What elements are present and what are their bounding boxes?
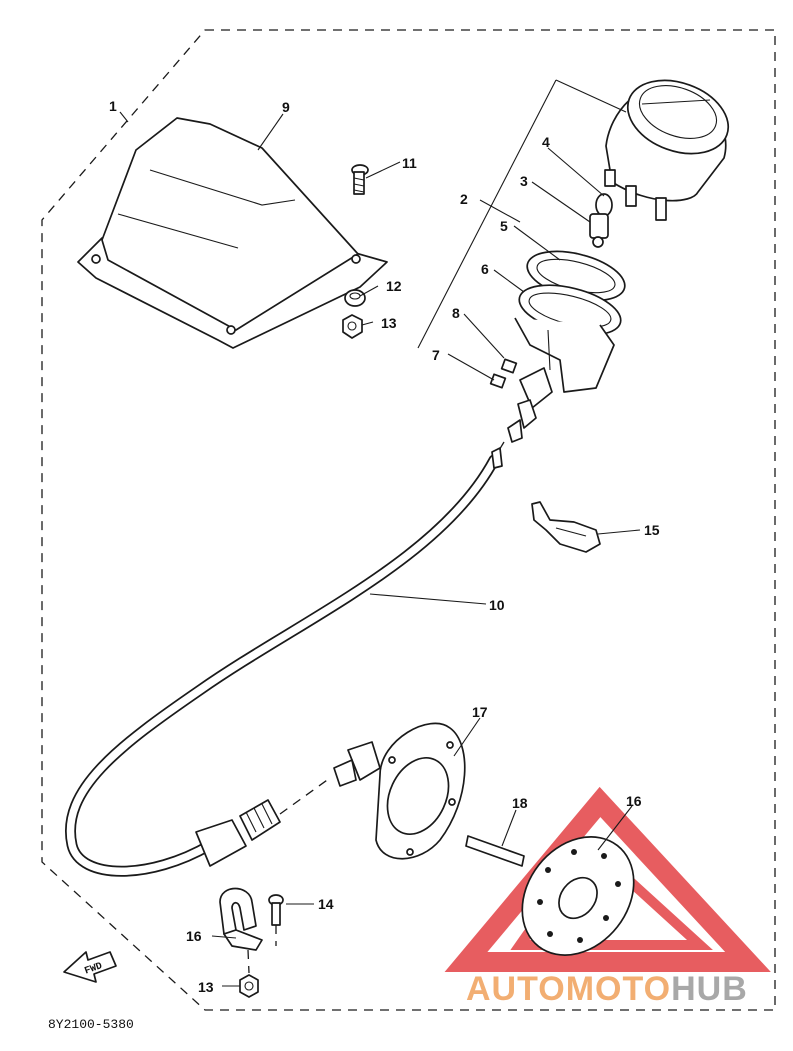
- meter-bulb: [589, 193, 613, 248]
- callout-2: 2: [460, 191, 468, 207]
- callout-7: 7: [432, 347, 440, 363]
- speedometer-gear-unit: [333, 722, 466, 860]
- callout-11: 11: [402, 155, 417, 171]
- callout-18: 18: [512, 795, 528, 811]
- callout-10: 10: [489, 597, 505, 613]
- callout-4: 4: [542, 134, 550, 150]
- svg-text:AUTOMOTOHUB: AUTOMOTOHUB: [466, 970, 748, 1008]
- meter-bracket: [514, 317, 615, 393]
- callout-16-clamp: 16: [186, 928, 202, 944]
- callout-leaders: [119, 79, 641, 987]
- callout-6: 6: [481, 261, 489, 277]
- callout-16-plate: 16: [626, 793, 642, 809]
- cable-clamp-16: [219, 887, 263, 951]
- callout-12: 12: [386, 278, 402, 294]
- assembly-boundary: [41, 29, 776, 1011]
- callout-13-lower: 13: [198, 979, 214, 995]
- meter-cover: [77, 117, 388, 349]
- callout-labels: 1 2 3 4 5 6 7 8 9 10 11 12 13 13 14 15 1…: [109, 98, 660, 995]
- callout-9: 9: [282, 99, 290, 115]
- callout-1: 1: [109, 98, 117, 114]
- callout-5: 5: [500, 218, 508, 234]
- callout-8: 8: [452, 305, 460, 321]
- drawing-code: 8Y2100-5380: [48, 1017, 134, 1032]
- speedometer-cable: [65, 447, 503, 877]
- pin-18: [465, 835, 525, 867]
- watermark-auto: AUTO: [466, 970, 566, 1008]
- watermark-text: AUTOMOTOHUB: [466, 970, 748, 1008]
- assembly-guide-lines: [247, 441, 505, 974]
- bolt-11: [351, 164, 369, 195]
- forward-direction-arrow-icon: FWD: [63, 951, 117, 983]
- callout-13-upper: 13: [381, 315, 397, 331]
- watermark-moto: MOTO: [566, 970, 671, 1008]
- callout-15: 15: [644, 522, 660, 538]
- callout-14: 14: [318, 896, 334, 912]
- cable-upper-fitting: [507, 367, 553, 443]
- gear-drive-plate: [521, 836, 635, 956]
- bolt-14: [268, 894, 284, 926]
- callout-17: 17: [472, 704, 488, 720]
- callout-3: 3: [520, 173, 528, 189]
- meter-nuts: [489, 358, 518, 389]
- grommet-12: [344, 289, 366, 307]
- watermark-hub: HUB: [671, 970, 748, 1008]
- cable-clip-15: [531, 501, 601, 553]
- nut-13-upper: [342, 314, 363, 339]
- speedometer-assembly: [604, 79, 730, 221]
- nut-13-lower: [239, 974, 259, 998]
